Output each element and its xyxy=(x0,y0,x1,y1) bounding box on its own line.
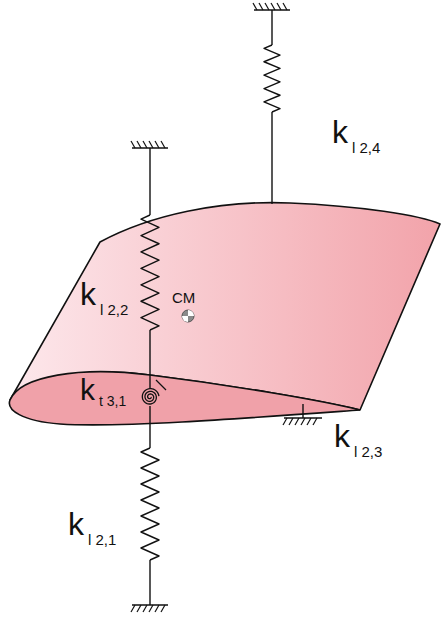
ground-hatch xyxy=(271,3,275,10)
ground-hatch xyxy=(265,3,269,10)
ground-hatch xyxy=(277,3,281,10)
spring-wire xyxy=(149,406,150,448)
spring-wire xyxy=(149,560,150,605)
ground-hatch xyxy=(143,141,147,148)
spring-wire xyxy=(271,10,272,45)
ground-hatch xyxy=(283,418,287,425)
ground-hatch xyxy=(253,3,257,10)
ground-hatch xyxy=(301,418,305,425)
ground-hatch xyxy=(137,141,141,148)
ground-hatch xyxy=(313,418,317,425)
ground-hatch xyxy=(149,141,153,148)
root-airfoil xyxy=(9,372,360,425)
spring-coils xyxy=(131,3,317,612)
ground-hatch xyxy=(289,418,293,425)
spring-constant: k xyxy=(80,375,95,405)
center-of-mass-label: CM xyxy=(172,290,195,305)
ground-hatch xyxy=(161,605,165,612)
spring-constant: k xyxy=(332,116,348,148)
ground-hatch xyxy=(259,3,263,10)
spring-constant: k xyxy=(334,420,350,452)
spring-constant: k xyxy=(68,508,84,540)
spring-wire xyxy=(149,330,150,388)
linear-spring xyxy=(264,45,280,112)
ground-hatch xyxy=(131,141,135,148)
spring-constant: k xyxy=(80,278,96,310)
ground-hatch xyxy=(143,605,147,612)
torsion-spring xyxy=(142,389,159,404)
ground-line xyxy=(132,604,168,605)
ground-hatch xyxy=(161,141,165,148)
spring-subscript: l 2,3 xyxy=(354,444,382,459)
spring-subscript: l 2,2 xyxy=(100,302,128,317)
linear-spring xyxy=(141,215,159,330)
ground-hatch xyxy=(155,605,159,612)
spring-wire xyxy=(302,404,303,418)
ground-hatch xyxy=(149,605,153,612)
ground-hatch xyxy=(283,3,287,10)
ground-hatch xyxy=(137,605,141,612)
spring-wire xyxy=(149,148,150,215)
ground-line xyxy=(156,380,166,390)
center-of-mass-symbol xyxy=(182,310,194,322)
ground-hatch xyxy=(295,418,299,425)
spring-wire xyxy=(271,112,272,204)
ground-hatch xyxy=(131,605,135,612)
spring-subscript: t 3,1 xyxy=(99,394,126,408)
ground-hatch xyxy=(307,418,311,425)
linear-spring xyxy=(141,448,159,560)
spring-subscript: l 2,4 xyxy=(352,140,380,155)
ground-hatch xyxy=(155,141,159,148)
spring-subscript: l 2,1 xyxy=(88,532,116,547)
